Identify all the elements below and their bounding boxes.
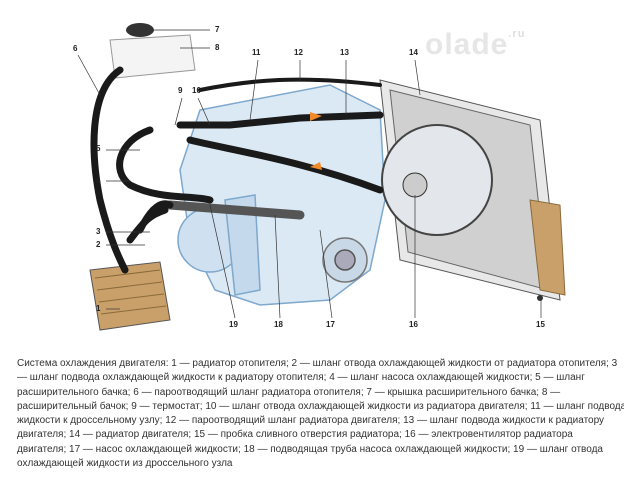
callout-5: 5 bbox=[96, 144, 101, 153]
caption-line: — шланг подвода охлаждающей жидкости к р… bbox=[17, 372, 585, 384]
callout-7: 7 bbox=[215, 25, 220, 34]
watermark-logo: olade.ru bbox=[425, 28, 525, 62]
hoses bbox=[90, 66, 384, 274]
callout-10: 10 bbox=[192, 86, 201, 95]
expansion-tank bbox=[109, 23, 196, 79]
watermark-suffix: .ru bbox=[508, 28, 526, 40]
callout-14: 14 bbox=[409, 48, 418, 57]
callout-8: 8 bbox=[215, 43, 220, 52]
caption-line: двигателя; 17 — насос охлаждающей жидкос… bbox=[17, 443, 603, 455]
callout-11: 11 bbox=[252, 48, 261, 57]
caption-line: двигателя; 14 — радиатор двигателя; 15 —… bbox=[17, 429, 573, 441]
leader-lines bbox=[77, 29, 542, 319]
callout-6: 6 bbox=[73, 44, 78, 53]
callout-3: 3 bbox=[96, 227, 101, 236]
callout-2: 2 bbox=[96, 240, 101, 249]
callout-9: 9 bbox=[178, 86, 183, 95]
drain-plug bbox=[537, 295, 543, 301]
caption-line: Система охлаждения двигателя: 1 — радиат… bbox=[17, 358, 618, 369]
caption-line: расширительный бачок; 9 — термостат; 10 … bbox=[17, 400, 624, 412]
cooling-system-diagram bbox=[77, 23, 566, 331]
caption-line: жидкости к дроссельному узлу; 12 — пароо… bbox=[17, 415, 605, 427]
callout-1: 1 bbox=[96, 304, 101, 313]
tank-cap bbox=[126, 23, 154, 37]
caption-line: охлаждающей жидкости из дроссельного узл… bbox=[17, 458, 233, 470]
callout-19: 19 bbox=[229, 320, 238, 329]
engine-radiator bbox=[379, 79, 566, 301]
watermark-text: olade bbox=[425, 28, 509, 61]
caption-line: расширительного бачка; 6 — пароотводящий… bbox=[17, 386, 561, 398]
callout-12: 12 bbox=[294, 48, 303, 57]
fan bbox=[381, 124, 493, 236]
heater-core bbox=[89, 261, 171, 331]
callout-13: 13 bbox=[340, 48, 349, 57]
callout-4: 4 bbox=[96, 176, 101, 185]
flow-arrows bbox=[310, 112, 322, 170]
callout-18: 18 bbox=[274, 320, 283, 329]
figure-caption: Система охлаждения двигателя: 1 — радиат… bbox=[17, 357, 624, 471]
callout-17: 17 bbox=[326, 320, 335, 329]
engine-block bbox=[177, 84, 386, 306]
callout-15: 15 bbox=[536, 320, 545, 329]
callout-16: 16 bbox=[409, 320, 418, 329]
